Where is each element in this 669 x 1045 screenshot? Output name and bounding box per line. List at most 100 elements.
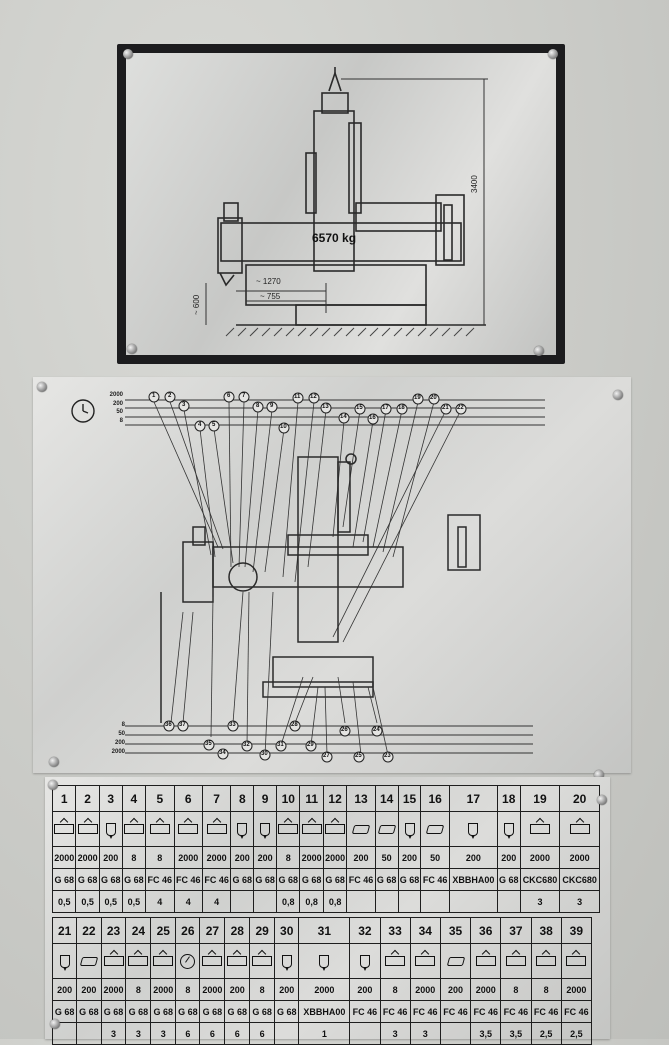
box-icon [415, 956, 436, 967]
box-icon [149, 824, 170, 835]
can-icon [377, 825, 396, 835]
callout-number: 32 [243, 742, 250, 748]
callout-number: 30 [261, 751, 268, 757]
callout-number: 11 [294, 394, 301, 400]
lubricant-cell: G 68 [374, 868, 399, 891]
interval-cell: 200 [274, 978, 300, 1001]
lubricant-cell: CKC680 [519, 868, 561, 891]
quantity-cell: 3,5 [470, 1022, 502, 1045]
lubricant-cell: G 68 [199, 1000, 226, 1023]
box-icon [505, 956, 526, 967]
point-number-cell: 34 [409, 917, 441, 944]
interval-cell: 200 [346, 846, 376, 869]
quantity-cell: 2,5 [560, 1022, 593, 1045]
lubricant-cell: G 68 [230, 868, 255, 891]
point-number-cell: 16 [420, 785, 450, 812]
interval-cell: 200 [98, 846, 123, 869]
quantity-cell: 0,8 [276, 890, 301, 913]
callout-number: 36 [165, 722, 172, 728]
point-number-cell: 4 [121, 785, 147, 812]
lubricant-cell: G 68 [274, 1000, 300, 1023]
interval-cell: 2000 [75, 846, 100, 869]
lubricant-cell: FC 46 [409, 1000, 441, 1023]
lubrication-symbol-cell [199, 943, 226, 979]
lubrication-symbol-cell [51, 943, 78, 979]
drop-icon [260, 822, 271, 839]
box-icon [566, 956, 587, 967]
lubricant-cell: FC 46 [346, 868, 376, 891]
interval-cell: 2000 [322, 846, 348, 869]
quantity-cell: 1 [298, 1022, 351, 1045]
schedule-row-icons [51, 943, 593, 979]
callout-number: 8 [256, 403, 260, 409]
lubrication-symbol-cell [98, 811, 123, 847]
interval-cell: 200 [496, 846, 521, 869]
interval-cell: 2000 [173, 846, 203, 869]
interval-cell: 200 [397, 846, 422, 869]
quantity-cell [349, 1022, 381, 1045]
screw [123, 49, 133, 59]
lubrication-symbol-cell [397, 811, 422, 847]
point-number-cell: 10 [276, 785, 301, 812]
callout-number: 13 [322, 404, 329, 410]
base-dimension-label: ~ 600 [192, 294, 201, 315]
lubricant-cell: G 68 [75, 868, 100, 891]
lubricant-cell: G 68 [397, 868, 422, 891]
quantity-cell: 2,5 [530, 1022, 562, 1045]
quantity-cell: 4 [173, 890, 203, 913]
screw [127, 344, 137, 354]
interval-cell: 200 [51, 978, 78, 1001]
interval-cell: 200 [349, 978, 381, 1001]
point-number-cell: 20 [559, 785, 600, 812]
point-number-cell: 14 [374, 785, 399, 812]
interval-cell: 8 [276, 846, 301, 869]
callout-number: 4 [198, 422, 202, 428]
callout-number: 24 [373, 727, 380, 733]
box-icon [178, 824, 199, 835]
quantity-cell: 6 [224, 1022, 251, 1045]
point-number-cell: 1 [51, 785, 77, 812]
quantity-cell: 6 [199, 1022, 226, 1045]
quantity-cell: 4 [201, 890, 232, 913]
quantity-cell: 3 [409, 1022, 441, 1045]
quantity-cell: 3 [379, 1022, 411, 1045]
interval-cell: 2000 [470, 978, 502, 1001]
point-number-cell: 36 [470, 917, 502, 944]
lubrication-symbol-cell [560, 943, 593, 979]
interval-cell: 8 [175, 978, 201, 1001]
point-number-cell: 19 [519, 785, 561, 812]
point-number-cell: 35 [439, 917, 472, 944]
lubricant-cell: G 68 [496, 868, 521, 891]
callout-number: 33 [229, 722, 236, 728]
box-icon [301, 824, 322, 835]
bottom-level-labels: 8 50 200 2000 [111, 722, 125, 755]
box-icon [325, 824, 346, 835]
quantity-cell [439, 1022, 472, 1045]
quantity-cell: 3 [125, 1022, 152, 1045]
quantity-cell: 6 [249, 1022, 276, 1045]
box-icon [569, 824, 590, 835]
lubricant-cell: G 68 [299, 868, 324, 891]
interval-cell: 200 [448, 846, 498, 869]
callout-number: 37 [179, 722, 186, 728]
lubrication-symbol-cell [121, 811, 147, 847]
box-icon [103, 956, 124, 967]
lubrication-symbol-cell [322, 811, 348, 847]
point-number-cell: 5 [145, 785, 175, 812]
quantity-cell [374, 890, 399, 913]
lubrication-symbol-cell [299, 811, 324, 847]
box-icon [529, 824, 550, 835]
point-number-cell: 31 [298, 917, 351, 944]
lubricant-cell: FC 46 [420, 868, 450, 891]
interval-cell: 8 [379, 978, 411, 1001]
lubricant-cell: FC 46 [439, 1000, 472, 1023]
lubrication-symbol-cell [230, 811, 255, 847]
lubricant-cell: FC 46 [201, 868, 232, 891]
lubricant-cell: FC 46 [173, 868, 203, 891]
callout-number: 25 [355, 753, 362, 759]
interval-cell: 8 [121, 846, 147, 869]
interval-cell: 50 [420, 846, 450, 869]
